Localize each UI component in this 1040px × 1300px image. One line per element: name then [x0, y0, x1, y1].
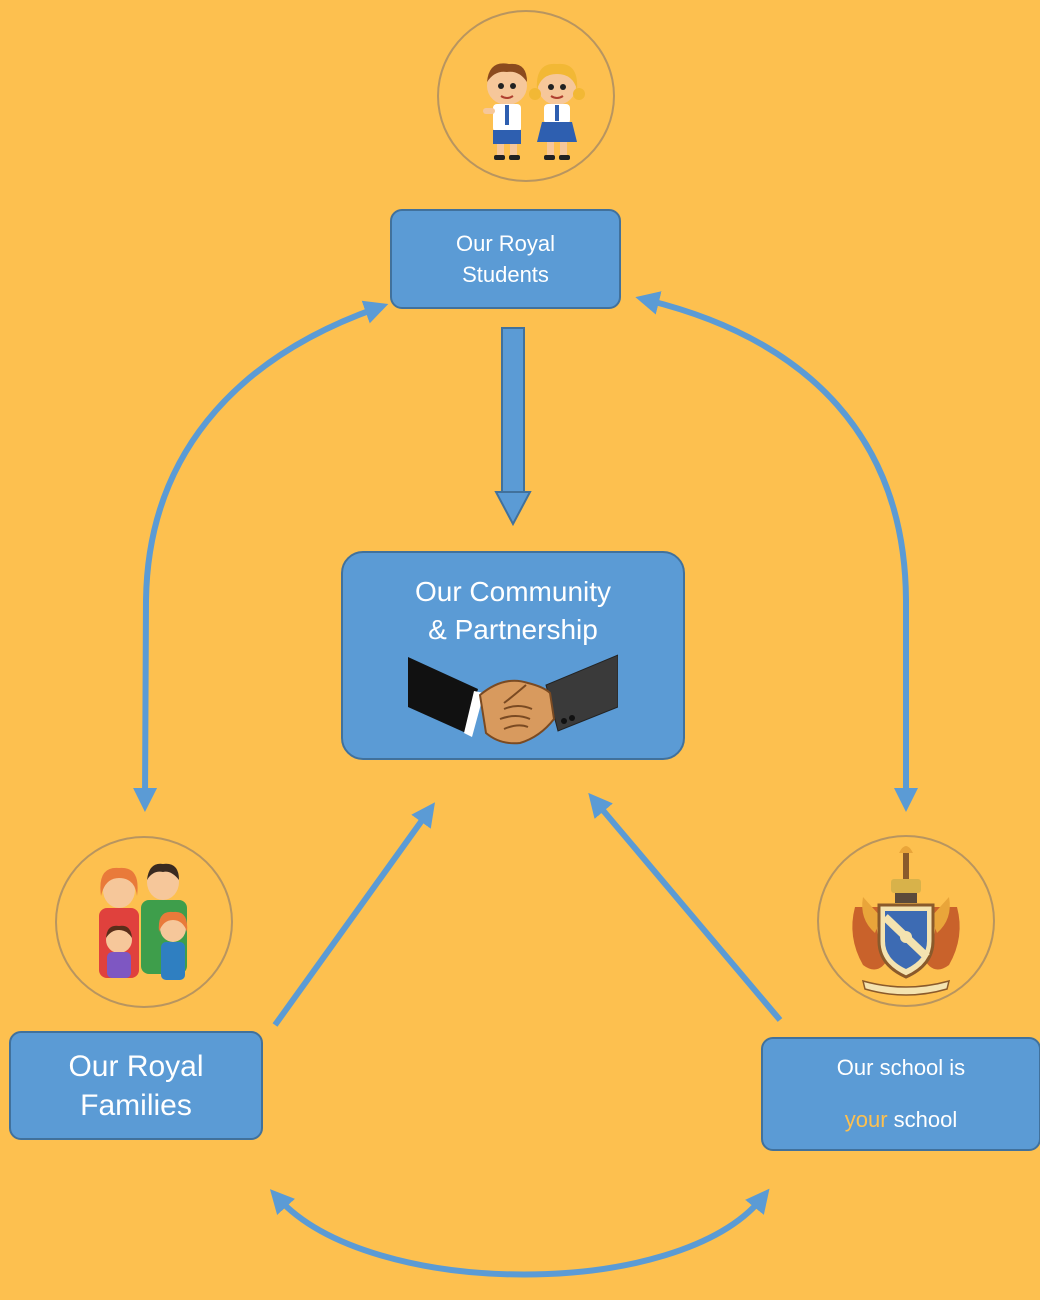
families-box: Our Royal Families — [9, 1031, 263, 1140]
families-label-line2: Families — [80, 1088, 192, 1122]
families-label-line1: Our Royal — [68, 1049, 204, 1083]
family-icon — [55, 836, 233, 1008]
community-box: Our Community & Partnership — [341, 551, 685, 760]
community-label-line1: Our Community — [414, 576, 612, 607]
school-box: Our school is your school — [761, 1037, 1040, 1151]
community-label-line2: & Partnership — [428, 614, 598, 645]
school-label-line2: your school — [845, 1094, 958, 1146]
students-families-arrow — [133, 300, 389, 812]
students-community-arrow — [494, 327, 532, 527]
school-label-line1: Our school is — [836, 1055, 966, 1080]
students-school-arrow — [635, 291, 918, 812]
school-community-arrow — [588, 792, 783, 1022]
students-label-line1: Our Royal — [455, 231, 556, 256]
families-school-arrow — [269, 1188, 770, 1278]
school-label-accent: your — [844, 1107, 888, 1132]
students-box: Our Royal Students — [390, 209, 621, 309]
families-community-arrow — [272, 802, 436, 1027]
students-label-line2: Students — [462, 262, 549, 287]
school-children-icon — [437, 10, 615, 182]
handshake-icon — [408, 653, 618, 753]
school-label-rest: school — [887, 1107, 958, 1132]
school-crest-icon — [817, 835, 995, 1007]
